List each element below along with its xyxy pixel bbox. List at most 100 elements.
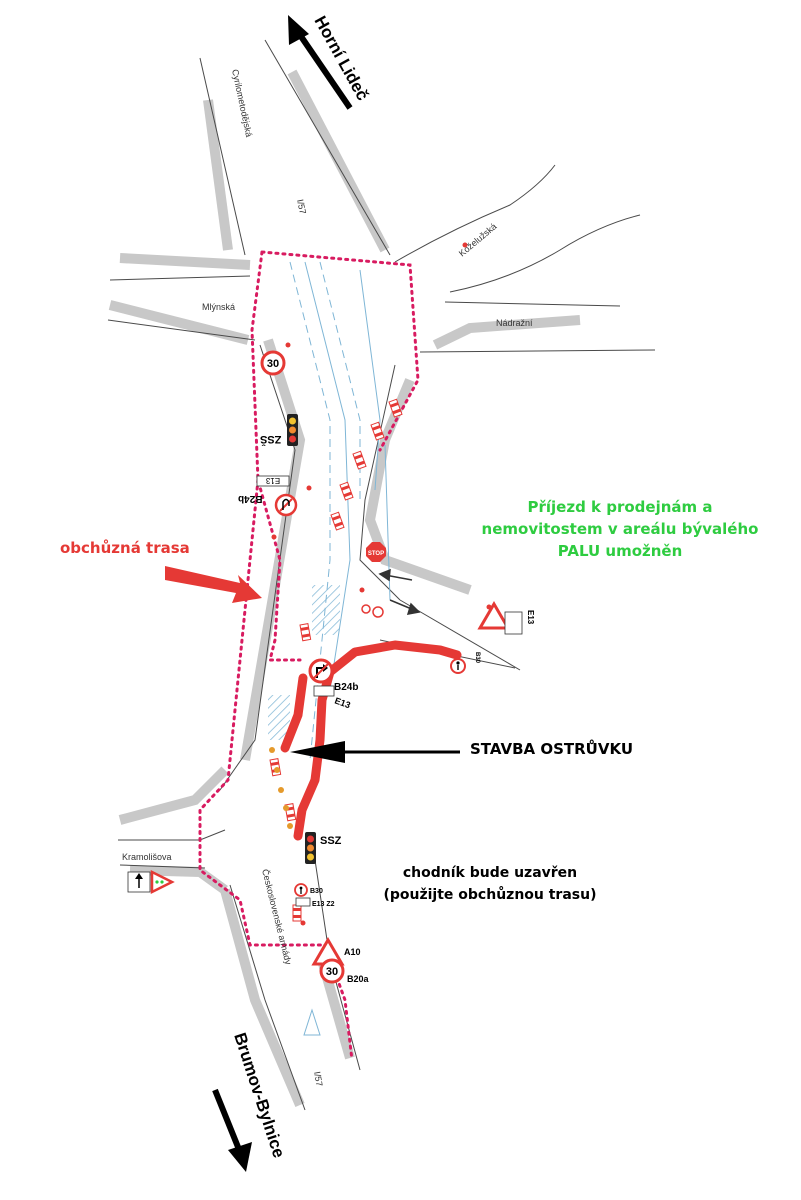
sign-b24b-center-code: B24b bbox=[334, 682, 358, 693]
svg-text:B24b: B24b bbox=[238, 493, 262, 504]
sign-e13-center-code: E13 bbox=[333, 695, 351, 710]
sidewalk-kramolisova-south bbox=[129, 865, 228, 895]
speed-limit-south-value: 30 bbox=[326, 966, 338, 978]
sidewalk-west-north bbox=[203, 99, 233, 251]
pedestrian-sign-east-code: B30 bbox=[474, 652, 480, 664]
island-pointer-head bbox=[290, 741, 345, 763]
barrier bbox=[388, 398, 403, 418]
pedestrian-icon bbox=[299, 886, 303, 890]
detour-label: obchůzná trasa bbox=[60, 539, 190, 557]
island-construction-label: STAVBA OSTRŮVKU bbox=[470, 740, 634, 758]
road-edge-kozeluzska-west bbox=[394, 164, 556, 263]
barriers bbox=[269, 398, 403, 922]
speed-limit-north-value: 30 bbox=[267, 358, 279, 370]
sidewalk-mlynska-south bbox=[108, 300, 250, 345]
lane-line-3 bbox=[319, 261, 361, 500]
road-edge-mlynska-top bbox=[109, 275, 251, 281]
detour-arrow bbox=[165, 566, 262, 603]
lane-line-4 bbox=[359, 269, 381, 491]
road-edge-nadrazni-north bbox=[444, 301, 621, 307]
street-nadrazni: Nádražní bbox=[496, 318, 533, 328]
u-turn-icon bbox=[282, 498, 290, 510]
sidewalk-southwest bbox=[220, 888, 305, 1107]
sidewalk-closed-line-2: (použijte obchůznou trasu) bbox=[383, 887, 597, 903]
red-marker bbox=[300, 920, 306, 926]
pedestrian-icon bbox=[456, 661, 460, 665]
sign-e13-z2-code: E13 Z2 bbox=[312, 901, 335, 908]
traffic-light-north: ZSŠ bbox=[260, 414, 298, 446]
red-markers bbox=[271, 242, 492, 966]
barrier bbox=[352, 450, 367, 470]
street-mlynska: Mlýnská bbox=[202, 302, 235, 312]
street-ceskoslovenske-armady: Československé armády bbox=[260, 868, 294, 966]
south-arrow-head bbox=[228, 1142, 252, 1172]
road-edge-mlynska-bottom bbox=[107, 319, 256, 341]
stop-sign-label: STOP bbox=[368, 551, 384, 557]
road-edge-kramolisova-bottom bbox=[119, 864, 206, 869]
road-edge-northwest bbox=[199, 57, 246, 256]
barrier bbox=[370, 421, 385, 441]
island-construction-west bbox=[280, 673, 308, 753]
street-road-south: I/57 bbox=[312, 1071, 324, 1088]
warning-sign-south-code: A10 bbox=[344, 947, 361, 957]
sidewalk-closed-line-1: chodník bude uzavřen bbox=[402, 865, 578, 881]
road-edge-south-west bbox=[229, 884, 306, 1111]
road-edge-nadrazni-south bbox=[419, 349, 656, 353]
access-info-line-2: nemovitostem v areálu bývalého bbox=[481, 520, 759, 538]
barrier bbox=[299, 623, 312, 642]
destination-north: Horní Lideč bbox=[311, 13, 373, 104]
sign-b24b-upper: B24b bbox=[238, 493, 298, 517]
road-edge-northeast bbox=[264, 39, 391, 256]
pedestrian-sign-south-code: B30 bbox=[310, 888, 323, 895]
sign-b24b-center: B24b E13 bbox=[308, 658, 358, 710]
barrier bbox=[339, 481, 354, 501]
sidewalk-nadrazni-north bbox=[432, 315, 581, 350]
warning-light bbox=[287, 823, 293, 829]
red-marker bbox=[306, 485, 312, 491]
no-entry-sign bbox=[372, 606, 384, 618]
south-direction-arrow bbox=[212, 1088, 252, 1172]
warning-light bbox=[269, 747, 275, 753]
road-edge-kramolisova-top bbox=[118, 829, 226, 841]
no-entry-signs bbox=[361, 604, 384, 618]
lane-arrow-east-head bbox=[406, 602, 421, 615]
no-entry-sign bbox=[361, 604, 371, 614]
island-pointer-arrow bbox=[290, 741, 460, 763]
street-road-north: I/57 bbox=[295, 198, 308, 215]
street-kozeluzska: Koželužská bbox=[457, 221, 499, 258]
north-arrow-head bbox=[288, 15, 309, 45]
warning-sign-east: E13 bbox=[477, 601, 535, 635]
pedestrian-sign-south: B30 E13 Z2 bbox=[294, 883, 335, 908]
warning-light bbox=[278, 787, 284, 793]
kramolisova-sign bbox=[127, 869, 175, 895]
warning-light bbox=[274, 767, 280, 773]
barrier bbox=[330, 511, 345, 531]
yield-marking bbox=[303, 1008, 321, 1036]
red-marker bbox=[359, 587, 365, 593]
ssz-label: SSZ bbox=[320, 835, 342, 847]
sign-b20a-code: B20a bbox=[347, 974, 370, 984]
construction-zone-boundary bbox=[198, 250, 420, 1062]
road-edge-west-main bbox=[219, 344, 296, 791]
warning-sign-east-code: E13 bbox=[526, 610, 535, 625]
traffic-light-south: SSZ bbox=[305, 832, 342, 864]
sidewalk-west-lower bbox=[118, 766, 229, 825]
red-marker bbox=[285, 342, 291, 348]
access-info-line-3: PALU umožněn bbox=[557, 542, 683, 560]
lane-direction-arrows bbox=[378, 568, 421, 615]
sign-e13-upper: E13 bbox=[256, 475, 290, 487]
hatched-area-center bbox=[312, 585, 340, 635]
hatched-area-west bbox=[268, 695, 290, 740]
barrier bbox=[292, 904, 302, 922]
street-kramolisova: Kramolišova bbox=[122, 852, 172, 862]
north-direction-arrow bbox=[288, 15, 353, 110]
lane-arrow-west-head bbox=[378, 568, 391, 582]
red-marker bbox=[462, 242, 468, 248]
access-info: Příjezd k prodejnám a nemovitostem v are… bbox=[455, 496, 785, 562]
pedestrian-sign-east: B30 bbox=[450, 652, 480, 674]
speed-limit-sign-south: 30 B20a bbox=[319, 958, 370, 984]
access-info-line-1: Příjezd k prodejnám a bbox=[527, 498, 713, 516]
street-cyrilometodejska: Cyrilometodějská bbox=[230, 68, 254, 138]
speed-limit-sign-north: 30 bbox=[260, 350, 286, 376]
